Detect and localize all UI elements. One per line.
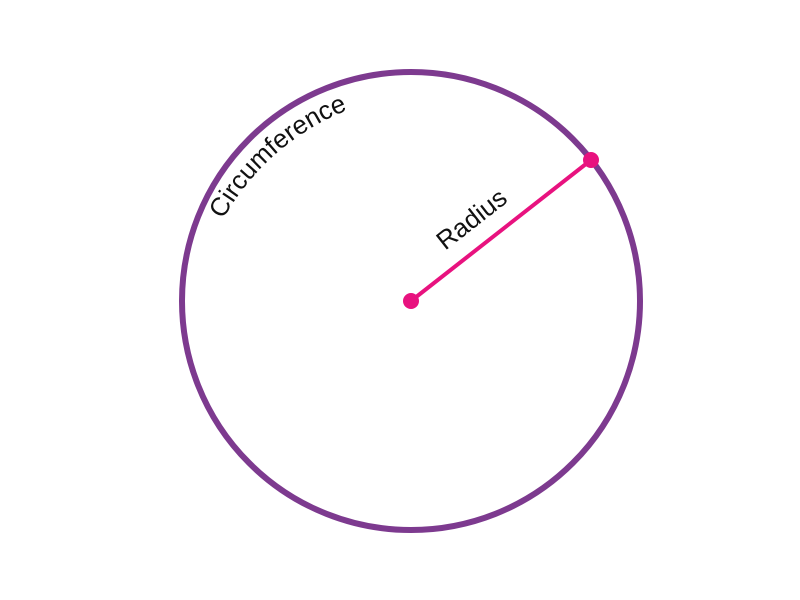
circle-outline <box>179 69 643 533</box>
circumference-label: Circumference <box>202 88 350 223</box>
radius-label: Radius <box>430 182 512 255</box>
radius-endpoint <box>583 152 599 168</box>
center-point <box>403 293 419 309</box>
radius-line <box>409 158 593 303</box>
circumference-label-text: Circumference <box>202 88 350 223</box>
